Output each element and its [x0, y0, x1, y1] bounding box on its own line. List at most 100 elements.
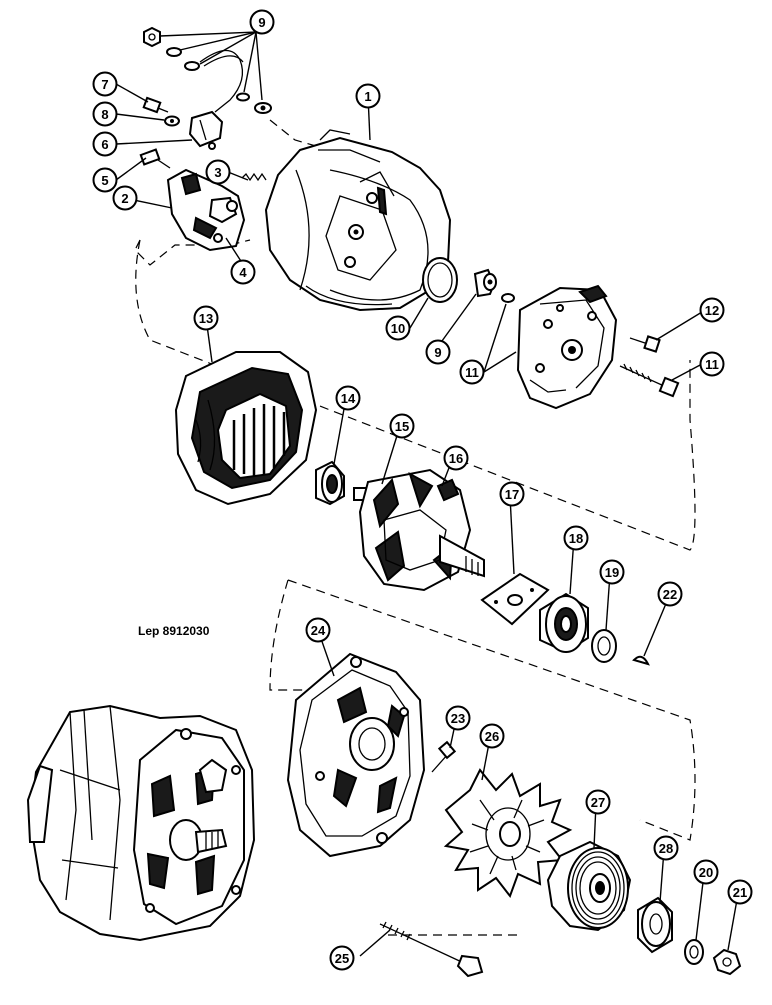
part-rear-housing-1: [264, 129, 452, 312]
callout-c-6: 6: [92, 131, 118, 157]
callout-circle: [205, 159, 231, 185]
part-long-screw-11: [619, 363, 680, 398]
callout-c-2: 2: [112, 185, 138, 211]
part-spacer-28: [637, 896, 673, 954]
part-bushing-9: [473, 268, 497, 298]
callout-c-22: 22: [657, 581, 683, 607]
callout-number: 9: [258, 15, 265, 30]
callout-circle: [92, 71, 118, 97]
callout-number: 14: [341, 391, 356, 406]
part-front-housing-24: [286, 652, 426, 858]
callout-circle: [653, 835, 679, 861]
callout-circle: [305, 617, 331, 643]
callout-number: 28: [659, 841, 673, 856]
callout-c-11-left: 11: [459, 359, 485, 385]
callout-number: 20: [699, 865, 713, 880]
callout-circle: [355, 83, 381, 109]
part-pulley-27: [546, 840, 632, 932]
callout-c-19: 19: [599, 559, 625, 585]
part-screw-7: [142, 96, 169, 114]
part-screw-23: [431, 740, 457, 773]
callout-number: 10: [391, 321, 405, 336]
callout-circle: [249, 9, 275, 35]
callout-circle: [727, 879, 753, 905]
callout-circle: [335, 385, 361, 411]
callout-number: 9: [434, 345, 441, 360]
part-spacer-19: [591, 629, 617, 663]
callout-c-8: 8: [92, 101, 118, 127]
callout-circle: [443, 445, 469, 471]
part-stator-13: [174, 351, 318, 506]
callout-circle: [193, 305, 219, 331]
callout-number: 17: [505, 487, 519, 502]
part-bearing-14: [315, 460, 345, 506]
part-through-bolt-25: [379, 921, 484, 978]
callout-number: 21: [733, 885, 747, 900]
callout-circle: [563, 525, 589, 551]
part-front-bearing-18: [539, 592, 589, 654]
callout-circle: [230, 259, 256, 285]
callout-circle: [112, 185, 138, 211]
callout-c-27: 27: [585, 789, 611, 815]
callout-circle: [445, 705, 471, 731]
part-spring-3: [241, 172, 267, 182]
callout-circle: [699, 351, 725, 377]
callout-circle: [425, 339, 451, 365]
part-brush-holder-2: [166, 168, 246, 252]
callout-circle: [699, 297, 725, 323]
part-fan-26: [443, 768, 573, 899]
callout-circle: [657, 581, 683, 607]
callout-number: 4: [239, 265, 247, 280]
callout-circle: [499, 481, 525, 507]
part-key-22: [632, 655, 650, 666]
callout-number: 12: [705, 303, 719, 318]
callout-c-10: 10: [385, 315, 411, 341]
callout-number: 23: [451, 711, 465, 726]
callout-circle: [693, 859, 719, 885]
callout-number: 16: [449, 451, 463, 466]
callout-number: 15: [395, 419, 409, 434]
callout-c-16: 16: [443, 445, 469, 471]
callout-number: 6: [101, 137, 108, 152]
callout-number: 18: [569, 531, 583, 546]
callout-number: 19: [605, 565, 619, 580]
callout-c-9-top: 9: [249, 9, 275, 35]
callout-circle: [479, 723, 505, 749]
callout-number: 5: [101, 173, 108, 188]
callout-c-13: 13: [193, 305, 219, 331]
callout-circle: [599, 559, 625, 585]
callout-circle: [385, 315, 411, 341]
callout-number: 26: [485, 729, 499, 744]
assembled-alternator: [26, 704, 256, 942]
callout-circle: [92, 131, 118, 157]
part-cable-9: [143, 26, 272, 114]
callout-c-15: 15: [389, 413, 415, 439]
callout-c-21: 21: [727, 879, 753, 905]
part-lock-washer-20: [684, 939, 704, 965]
callout-c-11-right: 11: [699, 351, 725, 377]
callout-number: 27: [591, 795, 605, 810]
callout-number: 1: [364, 89, 371, 104]
callout-c-14: 14: [335, 385, 361, 411]
callout-c-3: 3: [205, 159, 231, 185]
callout-number: 13: [199, 311, 213, 326]
part-screw-12: [629, 335, 661, 353]
part-o-ring-10: [422, 257, 458, 303]
callout-circle: [329, 945, 355, 971]
callout-number: 22: [663, 587, 677, 602]
drawing-reference-code: Lep 8912030: [138, 624, 210, 638]
callout-circle: [92, 101, 118, 127]
callout-c-23: 23: [445, 705, 471, 731]
part-retainer-plate-17: [480, 572, 550, 626]
callout-group: 9786523411091112111314151617181922242326…: [92, 9, 753, 971]
callout-c-9-mid: 9: [425, 339, 451, 365]
callout-c-25: 25: [329, 945, 355, 971]
callout-number: 24: [311, 623, 326, 638]
callout-circle: [585, 789, 611, 815]
part-rectifier-plate-11: [501, 284, 618, 410]
part-plug-6: [188, 110, 224, 150]
callout-c-18: 18: [563, 525, 589, 551]
callout-circle: [92, 167, 118, 193]
callout-number: 2: [121, 191, 128, 206]
